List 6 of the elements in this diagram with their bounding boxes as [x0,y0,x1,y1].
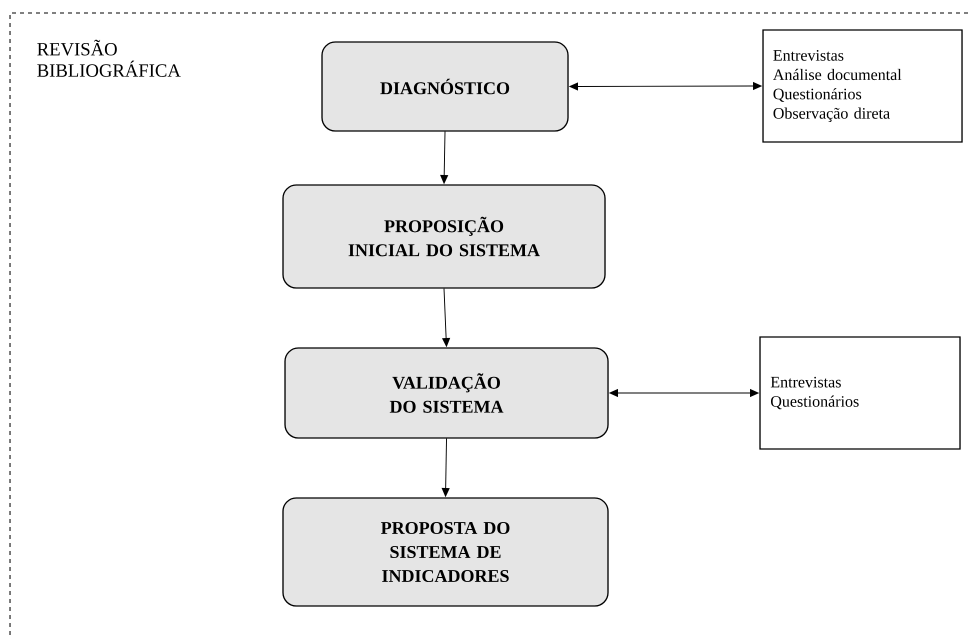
process-box: VALIDAÇÃO DO SISTEMA [284,347,609,439]
list-box: Entrevistas Questionários [759,336,961,450]
process-box: PROPOSTA DO SISTEMA DE INDICADORES [282,497,609,607]
process-box: DIAGNÓSTICO [321,41,569,132]
list-box: Entrevistas Análise documental Questionários Observação direta [762,29,963,143]
process-box: PROPOSIÇÃO INICIAL DO SISTEMA [282,184,606,289]
